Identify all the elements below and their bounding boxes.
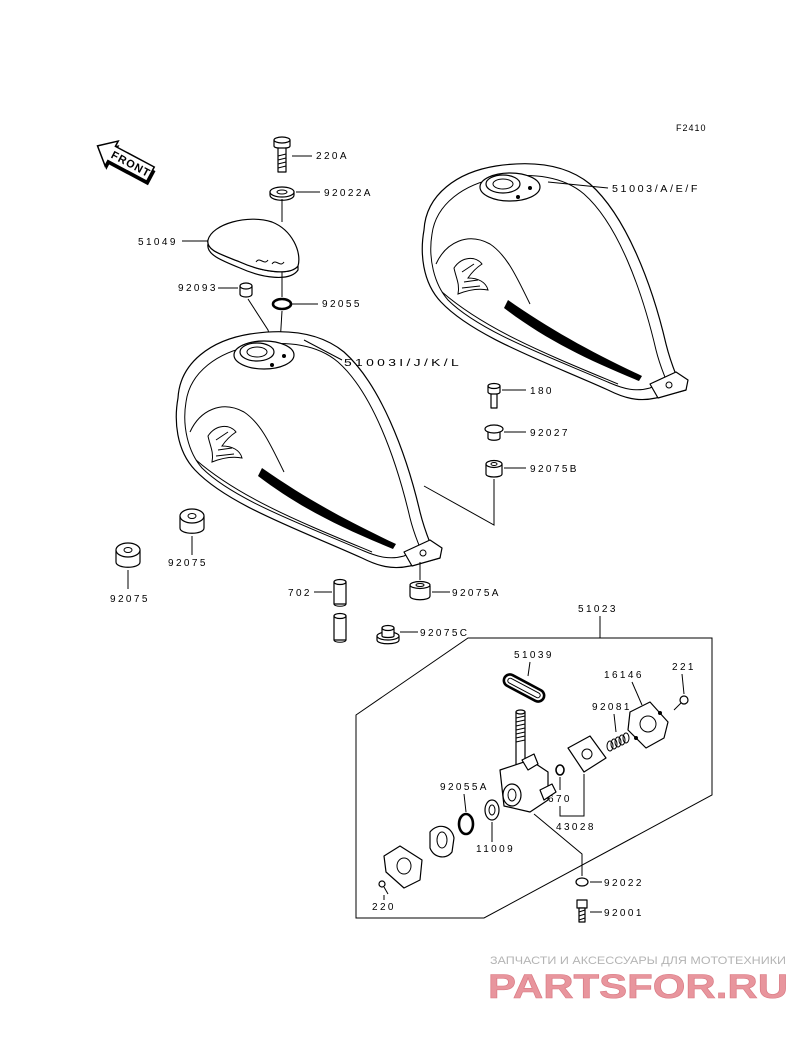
leader-line <box>527 661 531 677</box>
bolt-220a <box>273 136 291 173</box>
label-92081: 92081 <box>592 702 632 713</box>
leader-line <box>613 713 617 733</box>
label-16146: 16146 <box>604 670 644 681</box>
label-51039: 51039 <box>514 650 554 661</box>
fuel-tank-upper <box>421 163 689 401</box>
label-92075c: 92075C <box>420 628 469 639</box>
assembly-line <box>533 813 583 876</box>
pipe-702 <box>333 578 347 643</box>
washer-92022a <box>269 186 295 201</box>
gasket-51039 <box>502 673 546 703</box>
label-92093: 92093 <box>178 283 218 294</box>
o-ring-92055a <box>457 812 475 836</box>
label-92075-upper: 92075 <box>168 558 208 569</box>
label-43028: 43028 <box>556 822 596 833</box>
leader-line <box>547 181 609 189</box>
o-ring-92055 <box>271 297 293 311</box>
label-180: 180 <box>530 386 554 397</box>
label-92055a: 92055A <box>440 782 489 793</box>
collar-92027 <box>484 424 504 441</box>
label-51049: 51049 <box>138 237 178 248</box>
diaphragm-43028 <box>567 735 607 773</box>
damper-92075b <box>485 459 503 478</box>
leader-line <box>303 339 343 361</box>
o-ring-670 <box>555 764 565 776</box>
fuel-tap-body <box>499 709 557 813</box>
fuel-tap-assembly-frame <box>355 637 713 919</box>
bracket-line <box>559 774 585 817</box>
label-92075-lower: 92075 <box>110 594 150 605</box>
tank-cap-cover-51049 <box>207 218 300 278</box>
assembly-line <box>423 479 495 526</box>
label-92022: 92022 <box>604 878 644 889</box>
damper-92075-upper <box>179 508 205 534</box>
label-221: 221 <box>672 662 696 673</box>
label-92001: 92001 <box>604 908 644 919</box>
label-92027: 92027 <box>530 428 570 439</box>
label-92075a: 92075A <box>452 588 501 599</box>
label-92022a: 92022A <box>324 188 373 199</box>
watermark-brand: PARTSFOR.RU <box>488 968 788 1006</box>
label-tank-upper: 51003/A/E/F <box>612 184 700 195</box>
label-92055: 92055 <box>322 299 362 310</box>
label-92075b: 92075B <box>530 464 579 475</box>
front-direction-arrow: FRONT <box>96 139 156 186</box>
label-51023: 51023 <box>578 604 618 615</box>
leader-line <box>681 673 685 695</box>
nut-92093 <box>239 282 253 298</box>
cover-16146 <box>627 701 669 749</box>
screw-220 <box>378 880 389 895</box>
label-220a: 220A <box>316 151 349 162</box>
watermark-tagline: ЗАПЧАСТИ И АКСЕССУАРЫ ДЛЯ МОТОТЕХНИКИ <box>490 955 786 967</box>
bolt-180 <box>487 382 501 409</box>
washer-92022 <box>575 877 589 887</box>
spring-92081 <box>606 732 630 752</box>
leader-line <box>463 793 467 813</box>
label-11009: 11009 <box>476 844 515 855</box>
label-tank-lower: 51003I/J/K/L <box>344 358 462 369</box>
damper-92075a <box>409 580 431 601</box>
damper-92075c <box>376 624 400 645</box>
label-670: 670 <box>548 794 572 805</box>
fuel-strainer <box>429 825 455 858</box>
mounting-plate <box>383 845 423 889</box>
gasket-11009 <box>484 799 500 821</box>
label-220: 220 <box>372 902 396 913</box>
label-702: 702 <box>288 588 312 599</box>
screw-221 <box>673 695 689 711</box>
figure-code: F2410 <box>676 123 707 133</box>
damper-92075-lower <box>115 542 141 568</box>
leader-line <box>631 681 643 706</box>
bolt-92001 <box>576 899 588 923</box>
